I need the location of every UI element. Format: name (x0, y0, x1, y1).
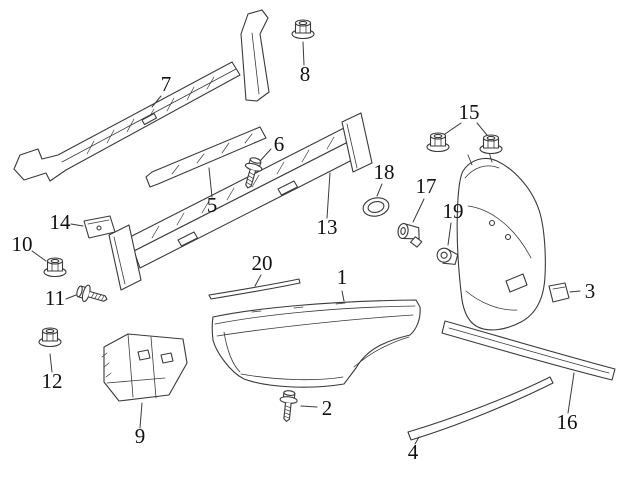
leader-6 (259, 148, 272, 162)
part-flange-nut-15a (426, 132, 450, 153)
part-pdc-sensor-small (436, 247, 459, 265)
callout-9: 9 (135, 424, 146, 448)
callout-11: 11 (45, 286, 65, 310)
callout-15: 15 (459, 100, 480, 124)
leader-13 (326, 172, 331, 219)
leader-16 (567, 372, 575, 414)
leader-7 (151, 95, 162, 108)
callout-13: 13 (317, 215, 338, 239)
leader-1 (341, 290, 345, 302)
leader-20 (254, 274, 262, 287)
leader-4 (414, 436, 420, 445)
part-flange-nut-15b (479, 134, 503, 155)
leader-18 (376, 183, 383, 197)
diagram-artwork (13, 9, 616, 445)
leader-12 (49, 353, 53, 373)
callout-5: 5 (207, 193, 218, 217)
part-bumper-rear-view (456, 151, 546, 331)
part-grommet (362, 197, 390, 217)
callout-19: 19 (443, 199, 464, 223)
leader-14 (70, 223, 84, 227)
part-cover-clip (548, 282, 570, 303)
leader-10 (31, 250, 47, 262)
part-bumper-cover (211, 299, 421, 388)
callout-16: 16 (557, 410, 578, 434)
leader-9 (139, 402, 143, 429)
callout-1: 1 (337, 265, 348, 289)
callout-17: 17 (416, 174, 437, 198)
leader-17 (412, 198, 425, 223)
leader-11 (65, 294, 77, 300)
part-lower-trim-strip (441, 320, 616, 381)
callout-2: 2 (322, 396, 333, 420)
leader-5 (208, 167, 213, 198)
callout-18: 18 (374, 160, 395, 184)
callout-3: 3 (585, 279, 596, 303)
part-edge-protector-strip (407, 376, 554, 441)
callout-12: 12 (42, 369, 63, 393)
part-upper-reinforcement-strip (13, 61, 241, 182)
part-flange-nut-8 (291, 19, 315, 40)
leader-lines (31, 41, 581, 445)
part-reinforcement-end-bracket (240, 9, 270, 102)
callout-8: 8 (300, 62, 311, 86)
callout-10: 10 (12, 232, 33, 256)
callout-20: 20 (252, 251, 273, 275)
part-pdc-sensor-large (397, 223, 423, 248)
callout-7: 7 (161, 72, 172, 96)
leader-15 (444, 122, 488, 136)
part-flange-nut-12 (38, 327, 62, 348)
leader-3 (569, 290, 581, 293)
callout-14: 14 (50, 210, 72, 234)
part-mounting-strip (145, 126, 267, 188)
part-small-bracket (83, 215, 116, 239)
part-side-bracket (101, 333, 188, 402)
callout-4: 4 (408, 440, 419, 464)
leader-19 (447, 222, 452, 246)
callout-labels: 1 2 3 4 5 6 7 8 9 10 11 12 13 14 15 16 1… (12, 62, 596, 464)
part-flange-nut-10 (43, 257, 67, 278)
callout-6: 6 (274, 132, 285, 156)
part-upper-trim-strip (208, 278, 301, 300)
leader-8 (302, 41, 305, 66)
leader-2 (300, 405, 318, 408)
part-impact-bar (108, 112, 373, 291)
